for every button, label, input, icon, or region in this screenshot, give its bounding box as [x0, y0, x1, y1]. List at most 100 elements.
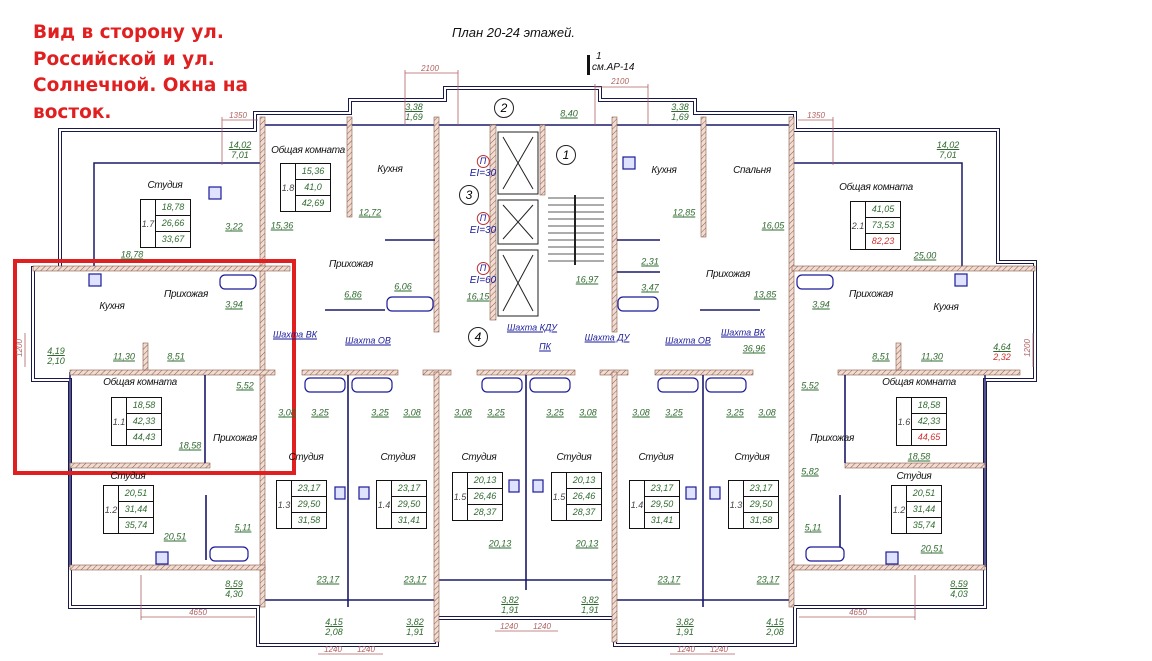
room-area: 3,94 — [225, 299, 243, 310]
staircase — [548, 195, 604, 265]
room-area: 23,17 — [657, 574, 681, 585]
shaft-label: ПК — [539, 341, 551, 352]
living-area: 18,58 — [912, 398, 946, 414]
room-area: 16,05 — [761, 220, 785, 231]
total-area: 31,44 — [907, 502, 941, 518]
fire-rating: EI=60 — [469, 275, 497, 286]
total-area-with-balcony: 31,58 — [297, 515, 321, 525]
room-name: Прихожая — [329, 259, 373, 270]
room-area: 20,51 — [920, 543, 944, 554]
room-area: 25,00 — [913, 250, 937, 261]
living-area: 23,17 — [392, 481, 426, 497]
dimension-label: 1350 — [229, 111, 247, 120]
room-area: 20,13 — [575, 538, 599, 549]
balcony-reduced-area: 1,91 — [406, 627, 424, 637]
room-area: 8,51 — [167, 351, 185, 362]
total-area: 26,46 — [567, 489, 601, 505]
total-area-with-balcony: 33,67 — [161, 234, 185, 244]
room-area: 23,17 — [756, 574, 780, 585]
room-name: Кухня — [933, 302, 959, 313]
room-name: Студия — [896, 471, 932, 482]
axis-marker: 2 — [494, 98, 514, 118]
total-area-with-balcony: 35,74 — [912, 520, 936, 530]
axis-marker: 4 — [468, 327, 488, 347]
living-area: 18,58 — [127, 398, 161, 414]
balcony-total-area: 3,38 — [671, 102, 689, 112]
total-area: 26,46 — [468, 489, 502, 505]
apartment-number: 1.1 — [112, 398, 127, 445]
room-area: 16,15 — [466, 291, 490, 302]
balcony-total-area: 3,82 — [676, 617, 694, 627]
balcony-reduced-area: 1,91 — [581, 605, 599, 615]
room-area: 23,17 — [316, 574, 340, 585]
room-area: 3,08 — [278, 407, 296, 418]
room-name: Студия — [380, 452, 416, 463]
dimension-lines — [24, 70, 1034, 655]
section-number: 1 — [596, 51, 602, 62]
shaft-label: Шахта ВК — [721, 327, 765, 338]
total-area-with-balcony: 28,37 — [572, 507, 596, 517]
room-name: Прихожая — [849, 289, 893, 300]
apartment-number: 1.2 — [892, 486, 907, 533]
room-area: 16,97 — [575, 274, 599, 285]
total-area-with-balcony: 31,58 — [749, 515, 773, 525]
living-area: 23,17 — [292, 481, 326, 497]
living-area: 20,13 — [468, 473, 502, 489]
room-name: Кухня — [377, 164, 403, 175]
balcony-reduced-area: 2,32 — [993, 352, 1011, 362]
dimension-label: 2100 — [611, 77, 629, 86]
room-area: 3,08 — [632, 407, 650, 418]
balcony-total-area: 3,38 — [405, 102, 423, 112]
apartment-number: 1.3 — [277, 481, 292, 528]
total-area-with-balcony: 35,74 — [124, 520, 148, 530]
room-name: Прихожая — [213, 433, 257, 444]
room-area: 3,25 — [311, 407, 329, 418]
total-area: 29,50 — [744, 497, 778, 513]
apartment-number: 1.6 — [897, 398, 912, 445]
fire-rating: EI=30 — [469, 225, 497, 236]
axis-marker: 1 — [556, 145, 576, 165]
shaft-label: Шахта ВК — [273, 329, 317, 340]
apartment-number: 1.8 — [281, 164, 296, 211]
total-area: 29,50 — [645, 497, 679, 513]
apartment-number: 1.4 — [377, 481, 392, 528]
balcony-reduced-area: 1,91 — [501, 605, 519, 615]
section-reference: см.АР-14 — [592, 62, 635, 73]
room-area: 13,85 — [753, 289, 777, 300]
total-area-with-balcony: 44,43 — [132, 432, 156, 442]
apartment-number: 1.2 — [104, 486, 119, 533]
total-area-with-balcony: 31,41 — [650, 515, 674, 525]
dimension-label: 1240 — [324, 645, 342, 654]
room-area: 12,72 — [358, 207, 382, 218]
apartment-number: 1.7 — [141, 200, 156, 247]
living-area: 20,51 — [119, 486, 153, 502]
plan-title: План 20-24 этажей. — [452, 25, 575, 40]
total-area: 42,33 — [912, 414, 946, 430]
room-area: 5,82 — [801, 466, 819, 477]
total-area-with-balcony: 44,65 — [917, 432, 941, 442]
apartment-number: 1.4 — [630, 481, 645, 528]
room-area: 8,40 — [560, 108, 578, 119]
room-area: 3,08 — [758, 407, 776, 418]
room-area: 5,11 — [234, 522, 252, 533]
living-area: 23,17 — [645, 481, 679, 497]
living-area: 20,51 — [907, 486, 941, 502]
total-area: 26,66 — [156, 216, 190, 232]
balcony-total-area: 4,15 — [325, 617, 343, 627]
balcony-reduced-area: 1,69 — [405, 112, 423, 122]
room-area: 3,47 — [641, 282, 659, 293]
